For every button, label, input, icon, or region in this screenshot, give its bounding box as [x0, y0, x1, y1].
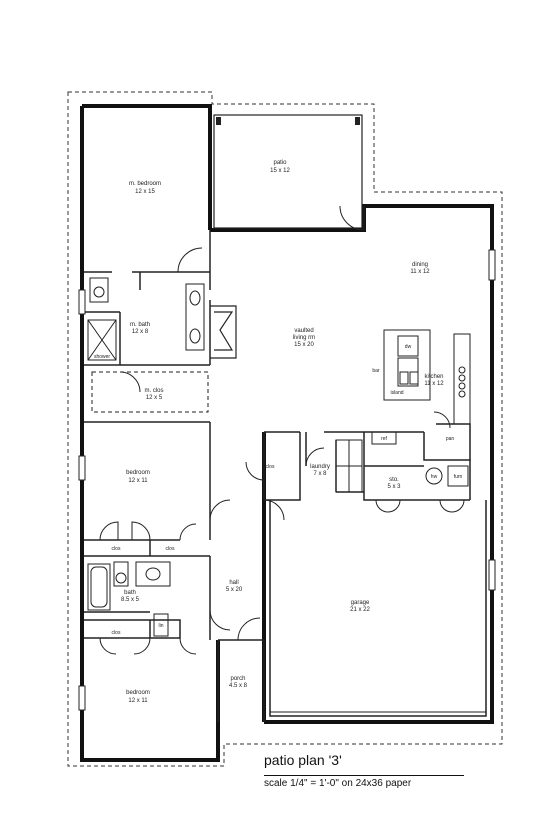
bar-label: bar	[372, 368, 380, 374]
master-bath-size: 12 x 8	[132, 329, 149, 335]
garage-size: 21 x 22	[350, 607, 370, 613]
kitchen-label: kitchen	[424, 374, 443, 380]
ref-label: ref	[381, 436, 387, 442]
bedroom-3-closet-label: clos	[112, 630, 121, 636]
laundry-size: 7 x 8	[313, 471, 327, 477]
plan-title: patio plan '3'	[264, 752, 342, 768]
bedroom-2-label: bedroom	[126, 470, 150, 476]
storage-label: sto.	[389, 477, 399, 483]
fireplace	[210, 305, 237, 359]
master-closet-label: m. clos	[144, 388, 163, 394]
laundry-label: laundry	[310, 464, 330, 470]
property-outline	[67, 91, 503, 767]
bath-size: 8.5 x 5	[121, 597, 140, 603]
garage-door	[269, 711, 487, 717]
furn-label: furn	[454, 474, 463, 480]
kitchen-size: 11 x 12	[424, 381, 444, 387]
living-label: vaulted	[294, 328, 313, 334]
bedroom-2-closet-label: clos	[112, 546, 121, 552]
master-bath-label: m. bath	[130, 322, 150, 328]
windows	[78, 249, 496, 711]
shower-label: shower	[94, 354, 110, 360]
master-bath-fixtures	[87, 277, 205, 361]
porch-size: 4.5 x 8	[229, 683, 248, 689]
hw-label: hw	[431, 474, 438, 480]
living-label-2: living rm	[293, 335, 315, 341]
door-swings	[99, 205, 465, 655]
bedroom-3-label: bedroom	[126, 690, 150, 696]
dining-label: dining	[412, 262, 428, 268]
hall-label: hall	[229, 580, 238, 586]
master-bedroom-label: m. bedroom	[129, 181, 161, 187]
plan-scale: scale 1/4" = 1'-0" on 24x36 paper	[264, 775, 464, 789]
bedroom-3-size: 12 x 11	[128, 698, 148, 704]
linen-label: lin	[158, 623, 163, 629]
exterior-walls	[80, 104, 494, 762]
kitchen-fixtures	[335, 329, 471, 493]
storage-size: 5 x 3	[387, 484, 401, 490]
small-closet-label: clos	[166, 546, 175, 552]
hall-size: 5 x 20	[226, 587, 243, 593]
bath-label: bath	[124, 590, 136, 596]
master-bedroom-size: 12 x 15	[135, 189, 155, 195]
hall-closet-label: clos	[266, 464, 275, 470]
patio-size: 15 x 12	[270, 168, 290, 174]
room-labels: m. bedroom 12 x 15 patio 15 x 12 dining …	[94, 160, 463, 704]
porch-label: porch	[230, 676, 245, 682]
bedroom-2-size: 12 x 11	[128, 478, 148, 484]
dining-size: 11 x 12	[410, 269, 430, 275]
master-closet-size: 12 x 5	[146, 395, 163, 401]
patio-label: patio	[273, 160, 287, 166]
island-label: island	[390, 390, 403, 396]
dw-label: dw	[405, 344, 412, 350]
bath-fixtures	[87, 561, 171, 637]
garage-label: garage	[351, 600, 370, 606]
patio-slab	[213, 114, 363, 229]
pan-label: pan	[446, 436, 455, 442]
living-size: 15 x 20	[294, 342, 314, 348]
